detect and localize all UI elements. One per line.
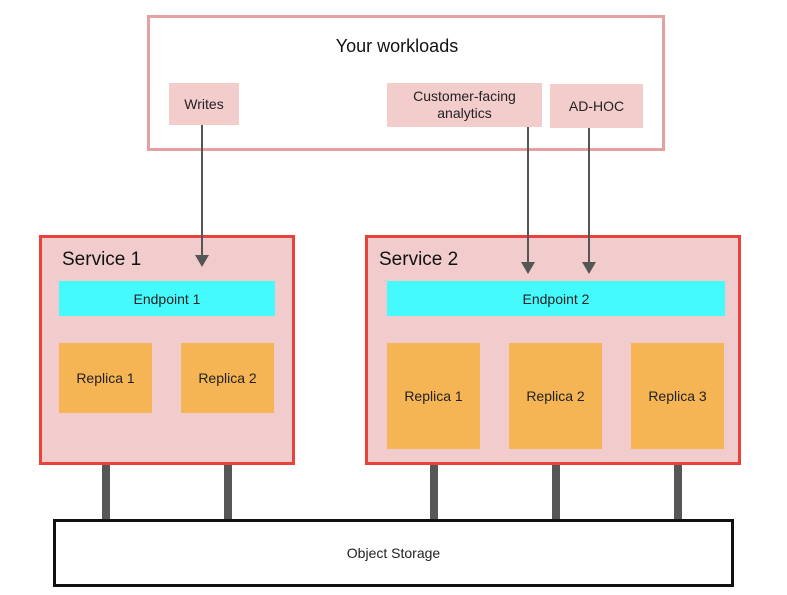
arrow-writes-line (201, 125, 203, 256)
endpoint-2[interactable]: Endpoint 2 (387, 281, 725, 316)
arrow-adhoc-head (582, 262, 596, 274)
object-storage[interactable]: Object Storage (53, 519, 734, 587)
adhoc-chip[interactable]: AD-HOC (550, 84, 643, 128)
analytics-chip[interactable]: Customer-facing analytics (387, 83, 542, 127)
arrow-adhoc-line (588, 128, 590, 262)
arrow-analytics-head (521, 262, 535, 274)
connector-s2-r1-storage (430, 447, 438, 522)
connector-s2-r3-storage (674, 447, 682, 522)
arrow-analytics-line (527, 127, 529, 262)
service-1-replica-1[interactable]: Replica 1 (59, 343, 152, 413)
writes-chip[interactable]: Writes (169, 83, 239, 125)
arrow-writes-head (195, 255, 209, 267)
service-2-replica-2[interactable]: Replica 2 (509, 343, 602, 449)
connector-s1-r2-storage (224, 412, 232, 522)
connector-s2-r2-storage (552, 447, 560, 522)
endpoint-1[interactable]: Endpoint 1 (59, 281, 275, 316)
service-1-replica-2[interactable]: Replica 2 (181, 343, 274, 413)
connector-s1-r1-storage (102, 412, 110, 522)
service-2-replica-1[interactable]: Replica 1 (387, 343, 480, 449)
service-2-title: Service 2 (379, 249, 459, 270)
service-1-title: Service 1 (62, 249, 142, 270)
service-2-replica-3[interactable]: Replica 3 (631, 343, 724, 449)
workloads-title: Your workloads (335, 36, 459, 56)
